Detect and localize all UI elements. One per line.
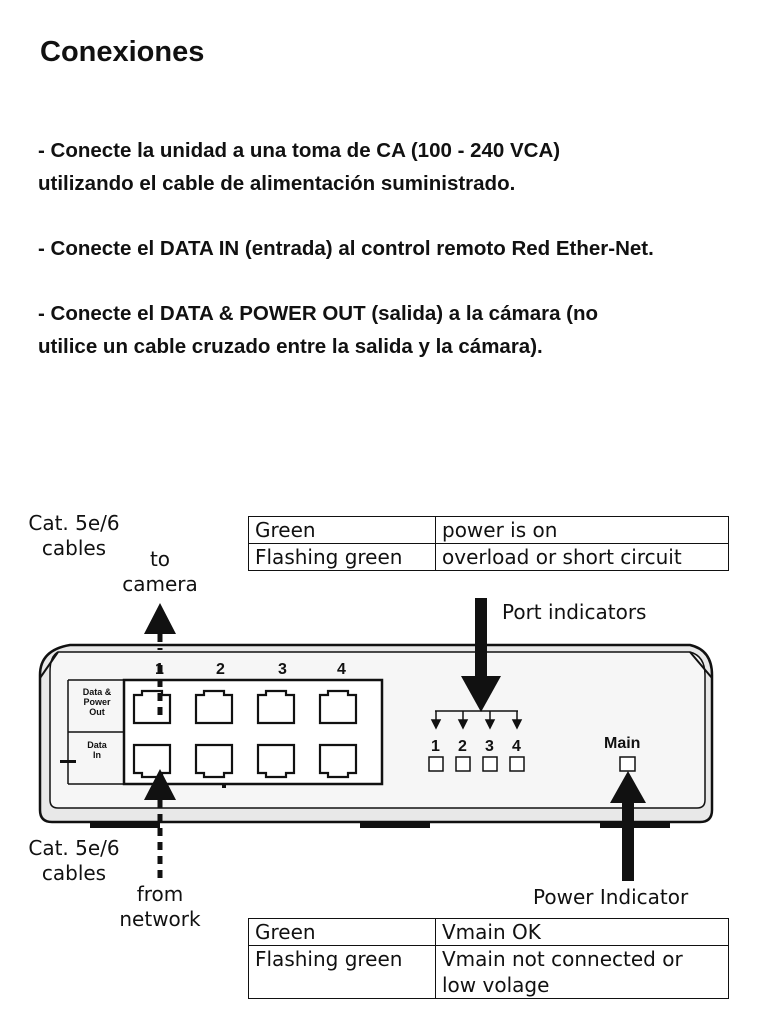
- instruction-1-line-1: - Conecte la unidad a una toma de CA (10…: [38, 139, 561, 162]
- led-2: [455, 756, 471, 772]
- led-main: [619, 756, 636, 772]
- instruction-2: - Conecte el DATA IN (entrada) al contro…: [38, 237, 654, 260]
- state-cell: Flashing green: [248, 945, 436, 999]
- label-data-power-out: Data & Power Out: [82, 687, 112, 717]
- port-in-4: [318, 743, 358, 779]
- led-4: [509, 756, 525, 772]
- indicator-number-3: 3: [485, 738, 494, 755]
- port-number-3: 3: [278, 661, 287, 678]
- instruction-1-line-2: utilizando el cable de alimentación sumi…: [38, 172, 516, 195]
- main-label: Main: [604, 735, 641, 752]
- meaning-cell: Vmain OK: [435, 918, 729, 946]
- state-cell: Green: [248, 516, 436, 544]
- port-indicator-table: Green power is on Flashing green overloa…: [248, 516, 729, 571]
- port-in-1: [132, 743, 172, 779]
- state-cell: Flashing green: [248, 543, 436, 571]
- cable-label-top: Cat. 5e/6 cables: [28, 511, 120, 560]
- indicator-number-1: 1: [431, 738, 440, 755]
- instruction-3-line-2: utilice un cable cruzado entre la salida…: [38, 335, 543, 358]
- table-row: Green power is on: [248, 516, 729, 544]
- port-in-3: [256, 743, 296, 779]
- table-row: Green Vmain OK: [248, 918, 729, 946]
- port-in-2: [194, 743, 234, 779]
- port-out-1: [132, 689, 172, 725]
- arrow-from-network: [144, 769, 176, 800]
- state-cell: Green: [248, 918, 436, 946]
- port-out-3: [256, 689, 296, 725]
- label-data-in: Data In: [87, 740, 107, 760]
- power-indicator-label: Power Indicator: [533, 885, 689, 909]
- port-number-4: 4: [337, 661, 346, 678]
- cable-label-bottom: Cat. 5e/6 cables: [28, 836, 120, 885]
- port-number-1: 1: [155, 661, 164, 678]
- port-out-2: [194, 689, 234, 725]
- port-indicators-label: Port indicators: [502, 600, 647, 624]
- meaning-cell: overload or short circuit: [435, 543, 729, 571]
- led-1: [428, 756, 444, 772]
- port-number-2: 2: [216, 661, 225, 678]
- table-row: Flashing green Vmain not connected or lo…: [248, 945, 729, 999]
- indicator-number-2: 2: [458, 738, 467, 755]
- page-title: Conexiones: [40, 36, 205, 68]
- meaning-cell: power is on: [435, 516, 729, 544]
- power-indicator-table: Green Vmain OK Flashing green Vmain not …: [248, 918, 729, 999]
- port-out-4: [318, 689, 358, 725]
- from-network-label: from network: [119, 882, 201, 931]
- meaning-cell: Vmain not connected or low volage: [435, 945, 729, 999]
- led-3: [482, 756, 498, 772]
- instruction-3-line-1: - Conecte el DATA & POWER OUT (salida) a…: [38, 302, 599, 325]
- indicator-number-4: 4: [512, 738, 521, 755]
- to-camera-label: to camera: [122, 547, 198, 596]
- table-row: Flashing green overload or short circuit: [248, 543, 729, 571]
- arrow-to-camera: [144, 603, 176, 634]
